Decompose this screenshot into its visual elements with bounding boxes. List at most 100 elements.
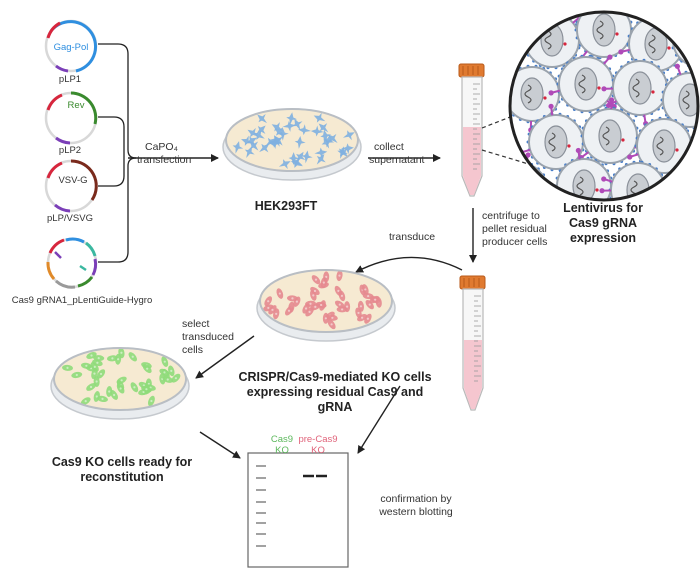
envelope-protein xyxy=(495,173,498,176)
vsvg-spike-head xyxy=(607,55,612,60)
envelope-protein xyxy=(663,196,666,199)
cell-nucleus xyxy=(291,297,293,299)
crispr-label-3: gRNA xyxy=(318,400,353,414)
envelope-protein xyxy=(527,23,530,26)
envelope-protein xyxy=(686,160,689,163)
envelope-protein xyxy=(491,189,494,192)
vsvg-spike-head xyxy=(686,3,691,8)
vsvg-spike-head xyxy=(548,104,553,109)
transduce-label: transduce xyxy=(389,231,435,243)
envelope-protein xyxy=(660,204,663,207)
virion-protein xyxy=(649,192,652,195)
vsvg-spike-head xyxy=(601,86,606,91)
lentivirus-zoom xyxy=(485,0,700,221)
lane2-label-2: KO xyxy=(311,445,325,456)
segment xyxy=(56,281,75,287)
virion-capsid xyxy=(593,14,615,46)
virion-protein xyxy=(531,192,534,195)
envelope-protein xyxy=(554,11,557,14)
cell-nucleus xyxy=(93,373,95,375)
blot-membrane xyxy=(248,453,348,567)
cell-nucleus xyxy=(164,361,166,363)
virion-capsid xyxy=(575,68,597,100)
envelope-protein xyxy=(524,46,527,49)
conical-tube-virus xyxy=(460,276,485,410)
virion-protein xyxy=(597,86,600,89)
virion-protein xyxy=(621,138,624,141)
connector-line xyxy=(98,158,136,262)
cell-nucleus xyxy=(146,368,148,370)
cell-nucleus xyxy=(374,299,376,301)
lenti-label-2: Cas9 gRNA xyxy=(569,216,637,230)
connector-line xyxy=(98,117,124,158)
envelope-protein xyxy=(665,189,668,192)
cell-nucleus xyxy=(361,317,363,319)
ko-to-blot-arrow xyxy=(200,432,240,458)
envelope-protein xyxy=(591,3,594,6)
cell-nucleus xyxy=(163,371,165,373)
envelope-protein xyxy=(523,39,526,42)
collect-label-2: supernatant xyxy=(369,154,425,166)
cell-nucleus xyxy=(98,357,100,359)
cell-nucleus xyxy=(314,290,316,292)
cell-nucleus xyxy=(85,365,87,367)
cell-nucleus xyxy=(331,323,333,325)
virion-capsid xyxy=(545,126,567,158)
envelope-protein xyxy=(674,170,677,173)
plasmid-plp-vsvg: VSV-G pLP/VSVG xyxy=(46,161,96,224)
plasmid-insert-label: Rev xyxy=(68,100,85,111)
confirm-label-1: confirmation by xyxy=(380,493,452,505)
virion-protein xyxy=(595,188,598,191)
plasmid-plentiguide: Cas9 gRNA1_pLentiGuide-Hygro xyxy=(12,239,152,306)
cell-nucleus xyxy=(85,400,87,402)
cell-nucleus xyxy=(331,317,333,319)
cell-nucleus xyxy=(96,362,98,364)
cell-nucleus xyxy=(66,367,68,369)
envelope-protein xyxy=(503,93,506,96)
envelope-protein xyxy=(648,214,651,217)
cell-nucleus xyxy=(308,311,310,313)
collect-label-1: collect xyxy=(374,141,404,153)
cell-nucleus xyxy=(90,354,92,356)
ko-label-2: reconstitution xyxy=(80,470,163,484)
vsvg-spike-head xyxy=(553,191,558,196)
virion-capsid xyxy=(521,78,543,110)
promoter-segment xyxy=(48,23,60,38)
cell-nucleus xyxy=(309,303,311,305)
segment xyxy=(86,243,95,256)
envelope-protein xyxy=(695,66,698,69)
cell-nucleus xyxy=(367,295,369,297)
vsvg-spike-head xyxy=(576,148,581,153)
resistance-segment xyxy=(56,138,70,143)
vsvg-spike-head xyxy=(660,6,665,11)
cell-nucleus xyxy=(346,306,348,308)
cell-nucleus xyxy=(364,288,366,290)
cell-nucleus xyxy=(267,307,269,309)
cell-nucleus xyxy=(117,358,119,360)
select-label-3: cells xyxy=(182,344,203,356)
transfection-label-1: CaPO₄ xyxy=(145,141,178,153)
segment xyxy=(50,240,64,253)
cell-nucleus xyxy=(132,356,134,358)
segment xyxy=(55,252,61,258)
segment xyxy=(48,262,54,279)
vsvg-spike-head xyxy=(514,34,519,39)
envelope-protein xyxy=(621,7,624,10)
segment xyxy=(78,277,92,286)
centrifuge-label-1: centrifuge to xyxy=(482,210,540,222)
cell-nucleus xyxy=(325,317,327,319)
vsvg-spike xyxy=(488,202,496,206)
cell-nucleus xyxy=(120,352,122,354)
envelope-protein xyxy=(532,17,535,20)
cell-nucleus xyxy=(133,386,135,388)
virion-protein xyxy=(543,96,546,99)
vsvg-spike-head xyxy=(497,106,502,111)
envelope-protein xyxy=(504,100,507,103)
cell-nucleus xyxy=(339,303,341,305)
select-label-2: transduced xyxy=(182,331,234,343)
vsvg-spike-head xyxy=(502,68,507,73)
segment xyxy=(93,259,96,275)
lane2-label-1: pre-Cas9 xyxy=(298,434,337,445)
cell-nucleus xyxy=(369,304,371,306)
vsvg-spike-head xyxy=(485,203,490,208)
